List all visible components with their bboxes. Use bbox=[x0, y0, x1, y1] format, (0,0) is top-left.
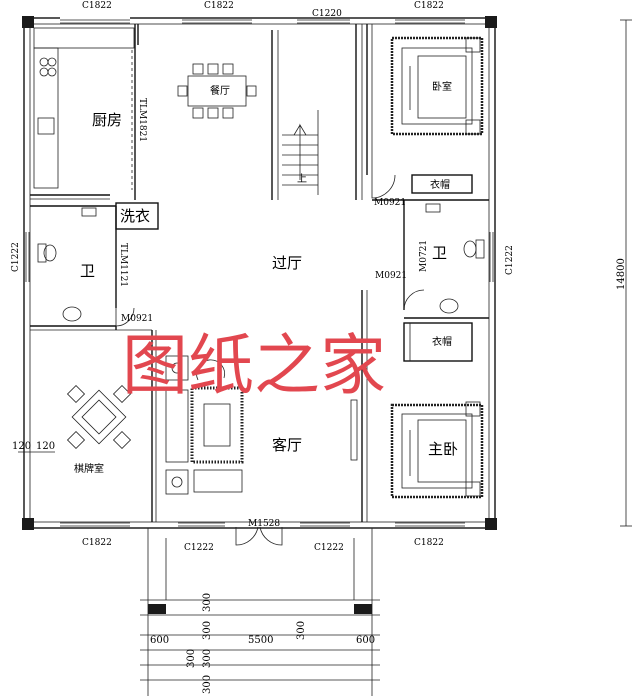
window-code: C1822 bbox=[82, 1, 112, 11]
step-label: 300 bbox=[202, 621, 213, 640]
window-code: C1822 bbox=[414, 538, 444, 548]
door-code: TLM1821 bbox=[137, 98, 147, 142]
living-label: 客厅 bbox=[272, 436, 302, 454]
wall-right-label: 120 bbox=[36, 441, 55, 452]
dimension-lines bbox=[18, 19, 632, 527]
living-furniture bbox=[165, 355, 244, 495]
bottom-windows bbox=[60, 522, 465, 527]
wall-left-label: 120 bbox=[12, 441, 31, 452]
step-label: 300 bbox=[202, 675, 213, 694]
door-code: M0921 bbox=[121, 314, 153, 324]
bedroom-label: 卧室 bbox=[432, 80, 452, 93]
door-code: M0721 bbox=[419, 240, 429, 272]
interior-walls bbox=[30, 24, 489, 522]
window-code: C1222 bbox=[184, 543, 214, 553]
dimension-labels: 14800 120 120 5500 600 600 300 300 300 3… bbox=[12, 258, 627, 694]
door-code: M0921 bbox=[374, 198, 406, 208]
dining-table bbox=[177, 63, 257, 119]
wardrobe-bottom-label: 衣帽 bbox=[432, 335, 452, 348]
porch-width-label: 5500 bbox=[248, 635, 273, 646]
door-swings bbox=[115, 174, 425, 546]
step-label: 300 bbox=[202, 649, 213, 668]
watermark: 图纸之家 bbox=[122, 327, 386, 404]
step-label: 300 bbox=[296, 621, 307, 640]
window-code: C1822 bbox=[414, 1, 444, 11]
master-bedroom-label: 主卧 bbox=[428, 440, 458, 458]
step-label: 300 bbox=[186, 649, 197, 668]
stair-up-label: 上 bbox=[297, 173, 307, 185]
porch-side-right-label: 600 bbox=[356, 635, 375, 646]
staircase bbox=[282, 110, 319, 195]
window-code: C1822 bbox=[82, 538, 112, 548]
bath-left-label: 卫 bbox=[80, 262, 95, 280]
bed-master bbox=[390, 401, 484, 499]
outer-walls bbox=[22, 16, 497, 530]
window-code: C1222 bbox=[505, 245, 515, 275]
kitchen-label: 厨房 bbox=[92, 111, 122, 129]
chess-table bbox=[66, 384, 132, 450]
laundry-label: 洗衣 bbox=[120, 207, 150, 225]
dining-label: 餐厅 bbox=[210, 84, 230, 97]
room-labels: 厨房 餐厅 卧室 衣帽 洗衣 卫 卫 过厅 衣帽 棋牌室 客厅 主卧 上 bbox=[74, 80, 458, 475]
porch-side-left-label: 600 bbox=[150, 635, 169, 646]
window-code: C1222 bbox=[11, 242, 21, 272]
kitchen-fixtures bbox=[33, 27, 135, 190]
door-code: M1528 bbox=[248, 519, 280, 529]
overall-height-label: 14800 bbox=[616, 258, 627, 290]
top-windows bbox=[60, 16, 465, 24]
bed-top bbox=[390, 36, 484, 136]
bath-right-label: 卫 bbox=[432, 244, 447, 262]
bath-fixtures bbox=[37, 203, 485, 322]
porch-steps bbox=[140, 528, 380, 696]
window-code: C1822 bbox=[204, 1, 234, 11]
door-code-labels: TLM1821 TLM1121 M0921 M0921 M0921 M0721 … bbox=[118, 98, 429, 529]
step-label: 300 bbox=[202, 593, 213, 612]
side-windows bbox=[25, 232, 494, 282]
door-code: M0921 bbox=[375, 271, 407, 281]
door-code: TLM1121 bbox=[118, 243, 128, 287]
chess-room-label: 棋牌室 bbox=[74, 462, 104, 475]
window-code: C1220 bbox=[312, 9, 342, 19]
wardrobe-top-label: 衣帽 bbox=[430, 178, 450, 191]
window-code-labels: C1822 C1822 C1220 C1822 C1222 C1222 C182… bbox=[11, 1, 515, 553]
window-code: C1222 bbox=[314, 543, 344, 553]
hall-label: 过厅 bbox=[272, 254, 302, 272]
